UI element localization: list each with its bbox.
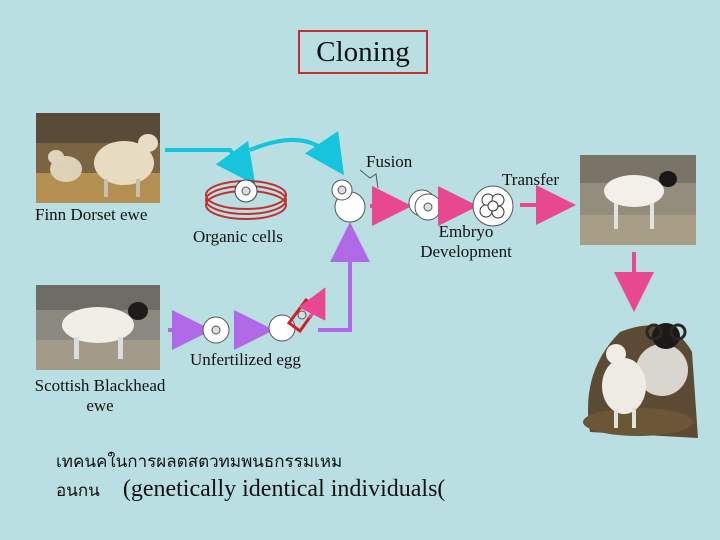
footer-line2: อนกน (genetically identical individuals(: [56, 476, 445, 504]
label-fusion: Fusion: [366, 152, 413, 171]
unfertilized-egg: [202, 316, 230, 344]
arrow-egg-to-fusion: [318, 222, 370, 332]
arrow-dish-to-fusion: [249, 130, 344, 176]
label-unfertilized-egg: Unfertilized egg: [190, 350, 301, 369]
page-title: Cloning: [298, 30, 428, 74]
label-transfer: Transfer: [502, 170, 559, 189]
arrow-finn-to-dish: [165, 140, 256, 185]
scottish-blackhead-photo: [36, 285, 160, 370]
label-embryo-line2: Development: [420, 242, 512, 261]
fusion-cells: [331, 179, 366, 223]
label-scottish-line2: ewe: [86, 396, 114, 415]
transfer-sheep-photo: [580, 155, 696, 245]
footer-thai-prefix: อนกน: [56, 481, 100, 501]
embryo-cells: [408, 189, 442, 221]
donor-cell: [234, 179, 258, 203]
label-finn-dorset: Finn Dorset ewe: [35, 205, 148, 224]
blastocyst: [472, 185, 514, 227]
cloned-sheep-photo: [580, 312, 698, 438]
fusion-bracket: [359, 169, 379, 189]
pipette-arrow: [298, 287, 326, 321]
label-embryo-development: Embryo Development: [406, 222, 526, 262]
footer-english: (genetically identical individuals(: [122, 476, 446, 502]
label-organic-cells: Organic cells: [193, 227, 283, 246]
label-embryo-line1: Embryo: [438, 222, 494, 241]
label-scottish-blackhead: Scottish Blackhead ewe: [20, 376, 180, 416]
footer-thai-line1: เทคนคในการผลตสตวทมพนธกรรมเหม: [56, 452, 343, 472]
label-scottish-line1: Scottish Blackhead: [34, 376, 166, 395]
petri-dish: [205, 180, 287, 220]
finn-dorset-photo: [36, 113, 160, 203]
